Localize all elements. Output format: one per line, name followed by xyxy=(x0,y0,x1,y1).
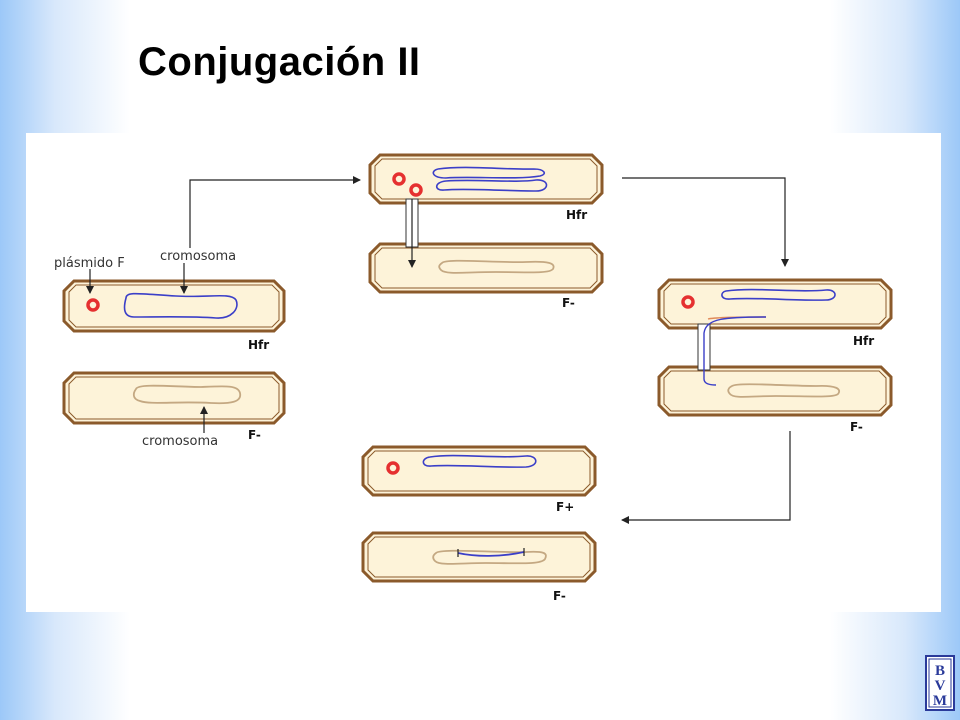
label-chromosome-bottom: cromosoma xyxy=(142,434,218,449)
tag-result-recipient: F- xyxy=(553,589,566,603)
chromosome-recipient xyxy=(132,384,242,405)
tag-top-donor: Hfr xyxy=(566,208,587,222)
integrated-dna xyxy=(457,551,525,557)
cell-left-donor: Hfr xyxy=(62,279,286,352)
plasmid-f-b xyxy=(409,183,423,197)
svg-text:M: M xyxy=(933,693,947,709)
bvm-logo-mark: B V M xyxy=(925,655,955,711)
tag-left-donor: Hfr xyxy=(248,338,269,352)
svg-text:B: B xyxy=(935,663,945,679)
slide-title: Conjugación II xyxy=(138,40,421,84)
tag-left-recipient: F- xyxy=(248,428,261,442)
tag-result-donor: F+ xyxy=(556,500,574,514)
cell-result-recipient: F- xyxy=(361,531,597,603)
cell-top-recipient: F- xyxy=(368,242,604,310)
arrow-step-1 xyxy=(189,176,361,248)
plasmid-f-a xyxy=(392,172,406,186)
label-chromosome-top: cromosoma xyxy=(160,249,236,264)
cell-result-donor: F+ xyxy=(361,445,597,514)
diagram-canvas: Hfr F- plásmido F cromosoma cromosoma Hf… xyxy=(54,153,893,603)
plasmid-f xyxy=(86,298,100,312)
plasmid-f-result xyxy=(386,461,400,475)
tag-top-recipient: F- xyxy=(562,296,575,310)
arrow-step-3 xyxy=(621,431,791,524)
tag-right-recipient: F- xyxy=(850,420,863,434)
arrow-step-2 xyxy=(622,177,789,267)
conjugation-diagram: Hfr F- plásmido F cromosoma cromosoma Hf… xyxy=(26,133,941,612)
label-plasmid: plásmido F xyxy=(54,256,125,271)
bvm-logo: B V M xyxy=(925,655,955,711)
tag-right-donor: Hfr xyxy=(853,334,874,348)
cell-left-recipient: F- xyxy=(62,371,286,442)
cell-top-donor: Hfr xyxy=(368,153,604,222)
cell-right-recipient: F- xyxy=(657,365,893,434)
cell-right-donor: Hfr xyxy=(657,278,893,348)
plasmid-f-right xyxy=(681,295,695,309)
chromosome-donor xyxy=(123,292,238,319)
svg-text:V: V xyxy=(935,678,946,694)
